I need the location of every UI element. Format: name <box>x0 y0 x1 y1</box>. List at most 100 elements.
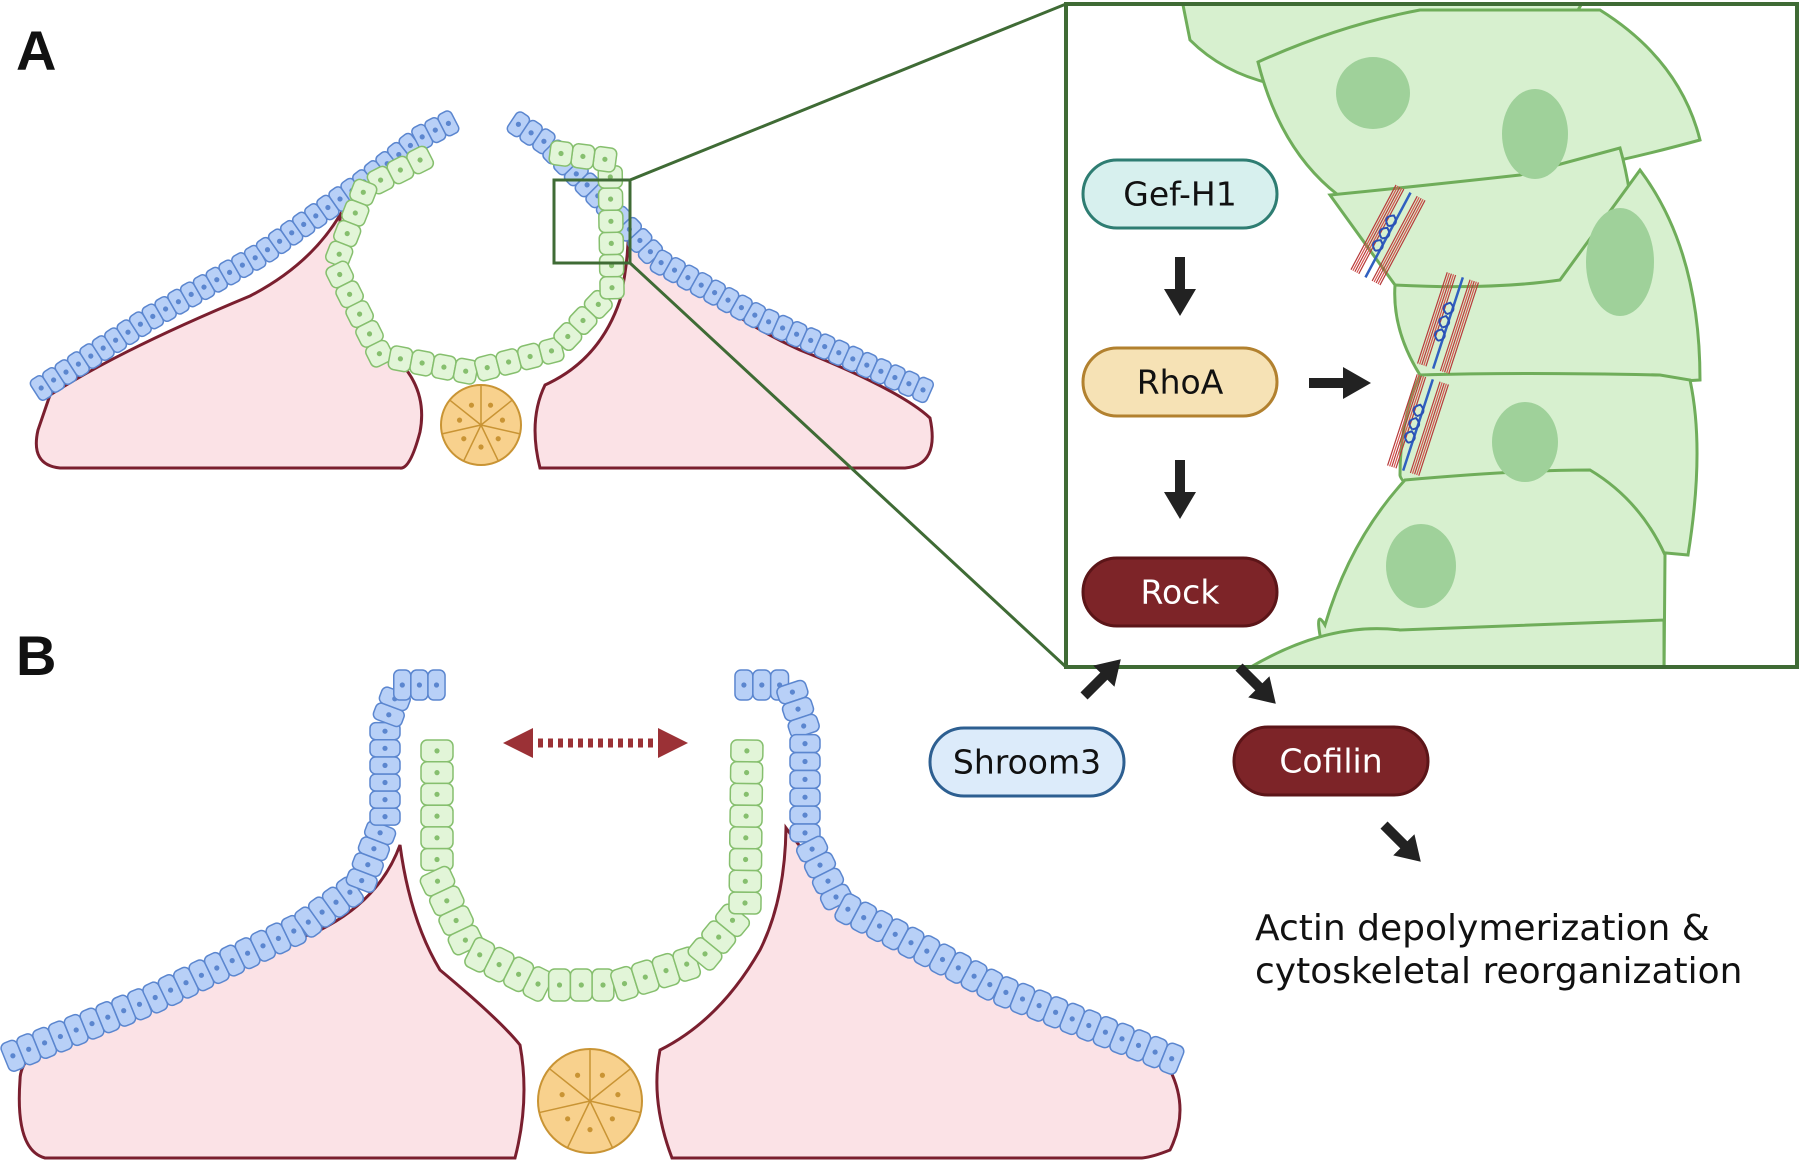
epithelial-cell <box>716 286 740 314</box>
panel-label-a: A <box>16 19 56 82</box>
epithelial-cell <box>598 231 625 256</box>
notochord-b <box>537 1048 643 1154</box>
epithelial-cell <box>729 804 763 828</box>
epithelial-cell <box>789 805 821 825</box>
notochord-a <box>440 384 522 466</box>
epithelial-cell <box>598 253 625 278</box>
epithelial-cell <box>369 756 401 775</box>
epithelial-cell <box>729 760 764 785</box>
epithelial-cell <box>598 209 624 234</box>
epithelial-cell <box>599 275 625 300</box>
epithelial-cell <box>420 826 454 850</box>
adherens-junctions <box>1350 184 1480 476</box>
epithelial-cell <box>728 847 763 872</box>
epithelial-cell <box>689 271 713 299</box>
epithelial-cell <box>420 804 454 828</box>
epithelial-cell <box>369 790 401 809</box>
zoom-line-top <box>629 2 1067 182</box>
epithelial-cell <box>522 966 554 1002</box>
neuroepithelium-b <box>419 739 764 1002</box>
epithelial-cell <box>752 669 772 701</box>
cofilin-label: Cofilin <box>1279 742 1382 781</box>
outcome-text-line2: cytoskeletal reorganization <box>1255 951 1742 992</box>
right-arrow-icon <box>1309 367 1371 399</box>
zoom-region-box <box>552 178 632 265</box>
epithelial-cell <box>597 187 624 212</box>
shroom3-node: Shroom3 <box>928 726 1126 798</box>
epithelial-cell <box>912 376 934 404</box>
epithelial-cell <box>789 787 821 807</box>
rhoa-label: RhoA <box>1137 363 1224 402</box>
epithelial-cell <box>787 713 820 739</box>
cofilin-node: Cofilin <box>1232 725 1430 797</box>
epithelial-cell <box>538 337 565 365</box>
epithelial-cell <box>789 751 821 772</box>
nucleus-1 <box>1336 57 1410 129</box>
panel-a-neural-fold <box>29 2 1068 669</box>
epithelial-cell <box>881 918 909 951</box>
epithelial-cell <box>437 110 460 137</box>
down-arrow-icon <box>1164 460 1196 519</box>
zoom-inset <box>1064 2 1799 669</box>
epithelial-cell <box>506 111 531 138</box>
rock-node: Rock <box>1081 556 1279 628</box>
epithelial-cell <box>116 319 140 346</box>
epithelial-cell <box>548 140 574 167</box>
epithelial-cell <box>789 823 821 843</box>
epithelial-cell <box>516 342 544 371</box>
epithelial-cell <box>547 968 572 1002</box>
epithelial-cell <box>393 669 412 701</box>
gef-h1-label: Gef-H1 <box>1123 175 1236 214</box>
shroom3-label: Shroom3 <box>953 743 1101 782</box>
epithelial-cell <box>427 669 446 701</box>
epithelial-cell <box>729 782 764 807</box>
epithelial-cell <box>474 353 501 382</box>
epithelial-cell <box>79 343 103 370</box>
epithelial-cell <box>553 321 583 352</box>
epithelial-cell <box>104 327 128 354</box>
outcome-text-line1: Actin depolymerization & <box>1255 908 1710 949</box>
nucleus-5 <box>1386 524 1456 608</box>
epithelial-cell <box>569 968 593 1002</box>
epithelial-cell <box>192 274 216 301</box>
neuroepithelium-a <box>325 140 625 385</box>
epithelial-cell <box>369 739 401 758</box>
panel-label-b: B <box>16 624 56 687</box>
diagonal-arrow-icon <box>1235 663 1276 704</box>
epithelial-cell <box>188 959 215 992</box>
epithelial-cell <box>255 236 280 263</box>
diagonal-arrow-icon <box>1080 659 1121 700</box>
epithelial-cell <box>365 339 394 368</box>
epithelial-cell <box>420 739 454 763</box>
epithelial-cell <box>387 345 414 373</box>
epithelial-cell <box>728 826 763 850</box>
double-headed-arrow-icon <box>503 728 688 758</box>
epithelial-cell <box>410 669 429 701</box>
epithelial-cell <box>728 891 762 915</box>
epithelial-cell <box>610 965 639 1002</box>
epithelial-cell <box>789 769 821 790</box>
epithelial-cell <box>420 760 454 785</box>
gef-h1-node: Gef-H1 <box>1081 158 1279 230</box>
mesoderm-right-a <box>533 213 934 470</box>
zoom-cells <box>1181 4 1702 667</box>
epithelial-cell <box>570 143 596 170</box>
junction <box>1416 272 1480 374</box>
epithelial-cell <box>651 952 681 989</box>
epithelial-cell <box>420 847 454 872</box>
nucleus-3 <box>1586 208 1654 316</box>
junction <box>1386 374 1450 476</box>
epithelial-cell <box>369 773 401 792</box>
epithelial-cell <box>734 669 754 701</box>
epithelial-cell <box>592 145 618 173</box>
rock-label: Rock <box>1141 573 1221 612</box>
nucleus-4 <box>1492 402 1558 482</box>
epithelial-cell <box>333 219 362 248</box>
epithelial-cell <box>420 782 454 806</box>
epithelial-cell <box>730 739 764 763</box>
epithelial-cell <box>789 733 821 754</box>
diagonal-arrow-icon <box>1380 821 1421 862</box>
zoom-cell-7 <box>1247 618 1666 667</box>
epithelial-cell <box>409 349 435 377</box>
